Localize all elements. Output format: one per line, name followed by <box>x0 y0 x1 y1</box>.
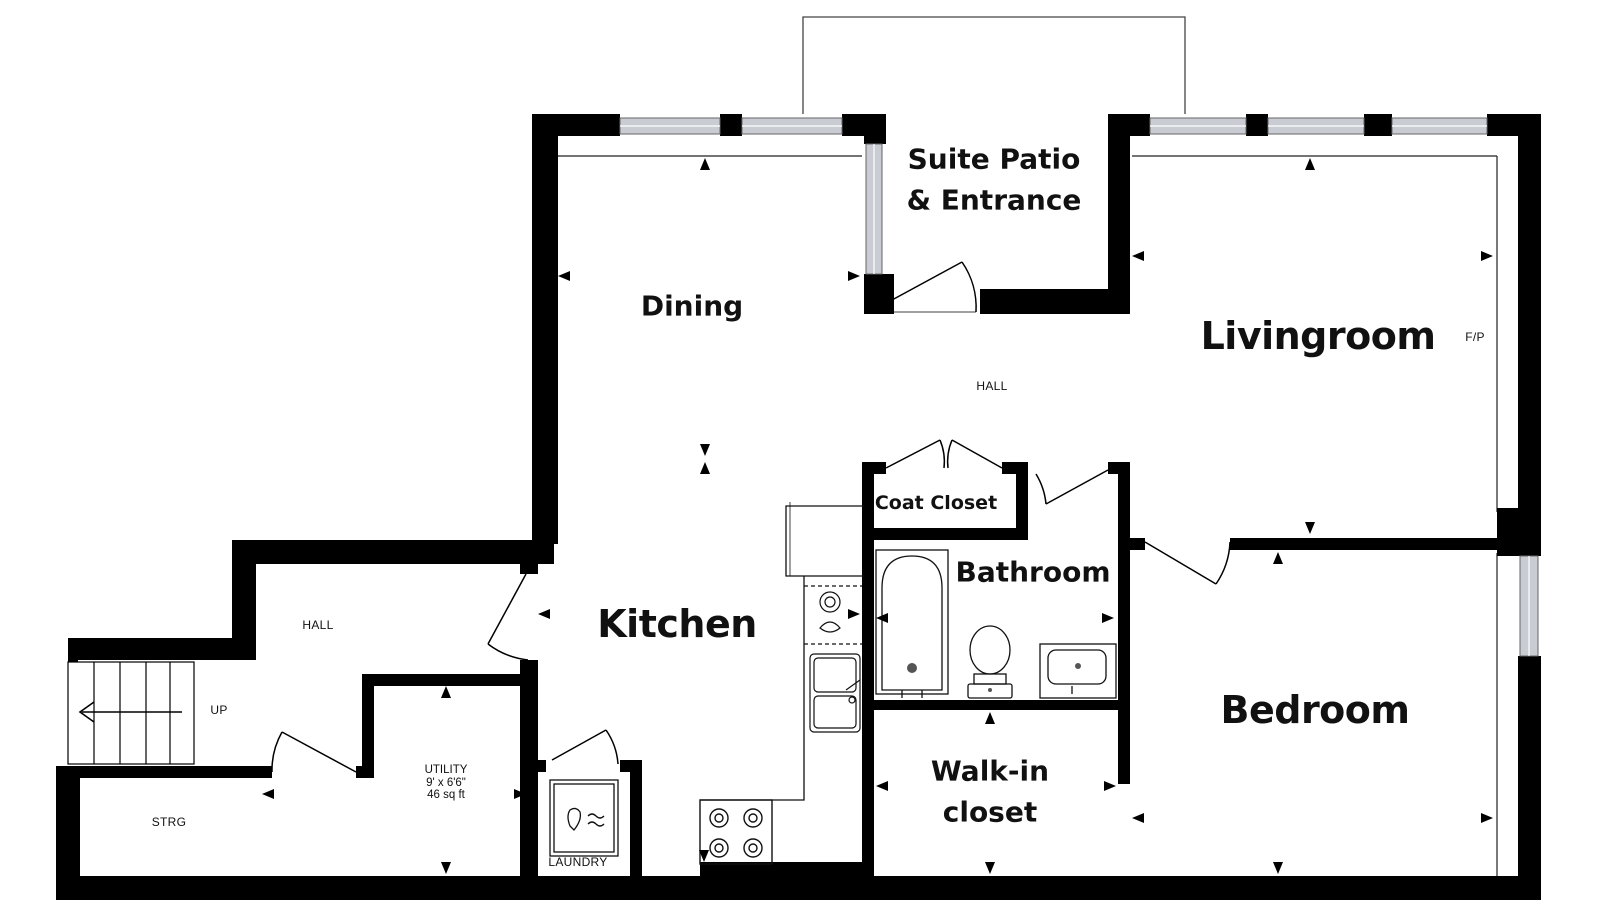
suite-patio-label: Suite Patio & Entrance <box>907 139 1082 220</box>
kitchen-sink-icon <box>809 653 861 733</box>
bedroom-label: Bedroom <box>1220 688 1411 732</box>
walls <box>56 114 1541 900</box>
suite-patio-line1: Suite Patio <box>907 142 1081 176</box>
toilet-icon <box>967 625 1013 699</box>
utility-area: 46 sq ft <box>427 789 465 802</box>
doors <box>271 261 1231 773</box>
dishwasher-icon <box>819 591 841 633</box>
walkin-line1: Walk-in <box>930 754 1050 788</box>
laundry-machine-icon <box>549 779 619 857</box>
stairs <box>67 661 195 765</box>
coat-closet-label: Coat Closet <box>874 492 998 514</box>
laundry-label: LAUNDRY <box>548 855 608 869</box>
window-mullions <box>620 125 1530 656</box>
kitchen-counter <box>700 502 864 801</box>
dining-label: Dining <box>640 289 744 323</box>
utility-dims: 9' x 6'6" <box>426 776 466 789</box>
stove-icon <box>699 799 773 865</box>
storage-label: STRG <box>151 815 187 829</box>
walkin-closet-label: Walk-in closet <box>931 751 1049 832</box>
bathroom-label: Bathroom <box>955 555 1111 589</box>
stairs-up-label: UP <box>210 703 228 717</box>
patio-outline <box>802 16 1186 114</box>
utility-label: UTILITY 9' x 6'6" 46 sq ft <box>425 764 468 802</box>
livingroom-label: Livingroom <box>1200 314 1436 358</box>
dimension-markers <box>262 158 1493 874</box>
utility-name: UTILITY <box>424 764 468 777</box>
suite-patio-line2: & Entrance <box>906 183 1082 216</box>
walkin-line2: closet <box>942 795 1038 828</box>
kitchen-label: Kitchen <box>597 602 757 646</box>
hall-left-label: HALL <box>302 618 334 632</box>
bathtub-icon <box>875 549 949 698</box>
hall-center-label: HALL <box>976 379 1008 393</box>
interior-lines <box>558 155 1498 876</box>
bathroom-sink-icon <box>1039 643 1117 699</box>
fireplace-label: F/P <box>1465 330 1485 344</box>
